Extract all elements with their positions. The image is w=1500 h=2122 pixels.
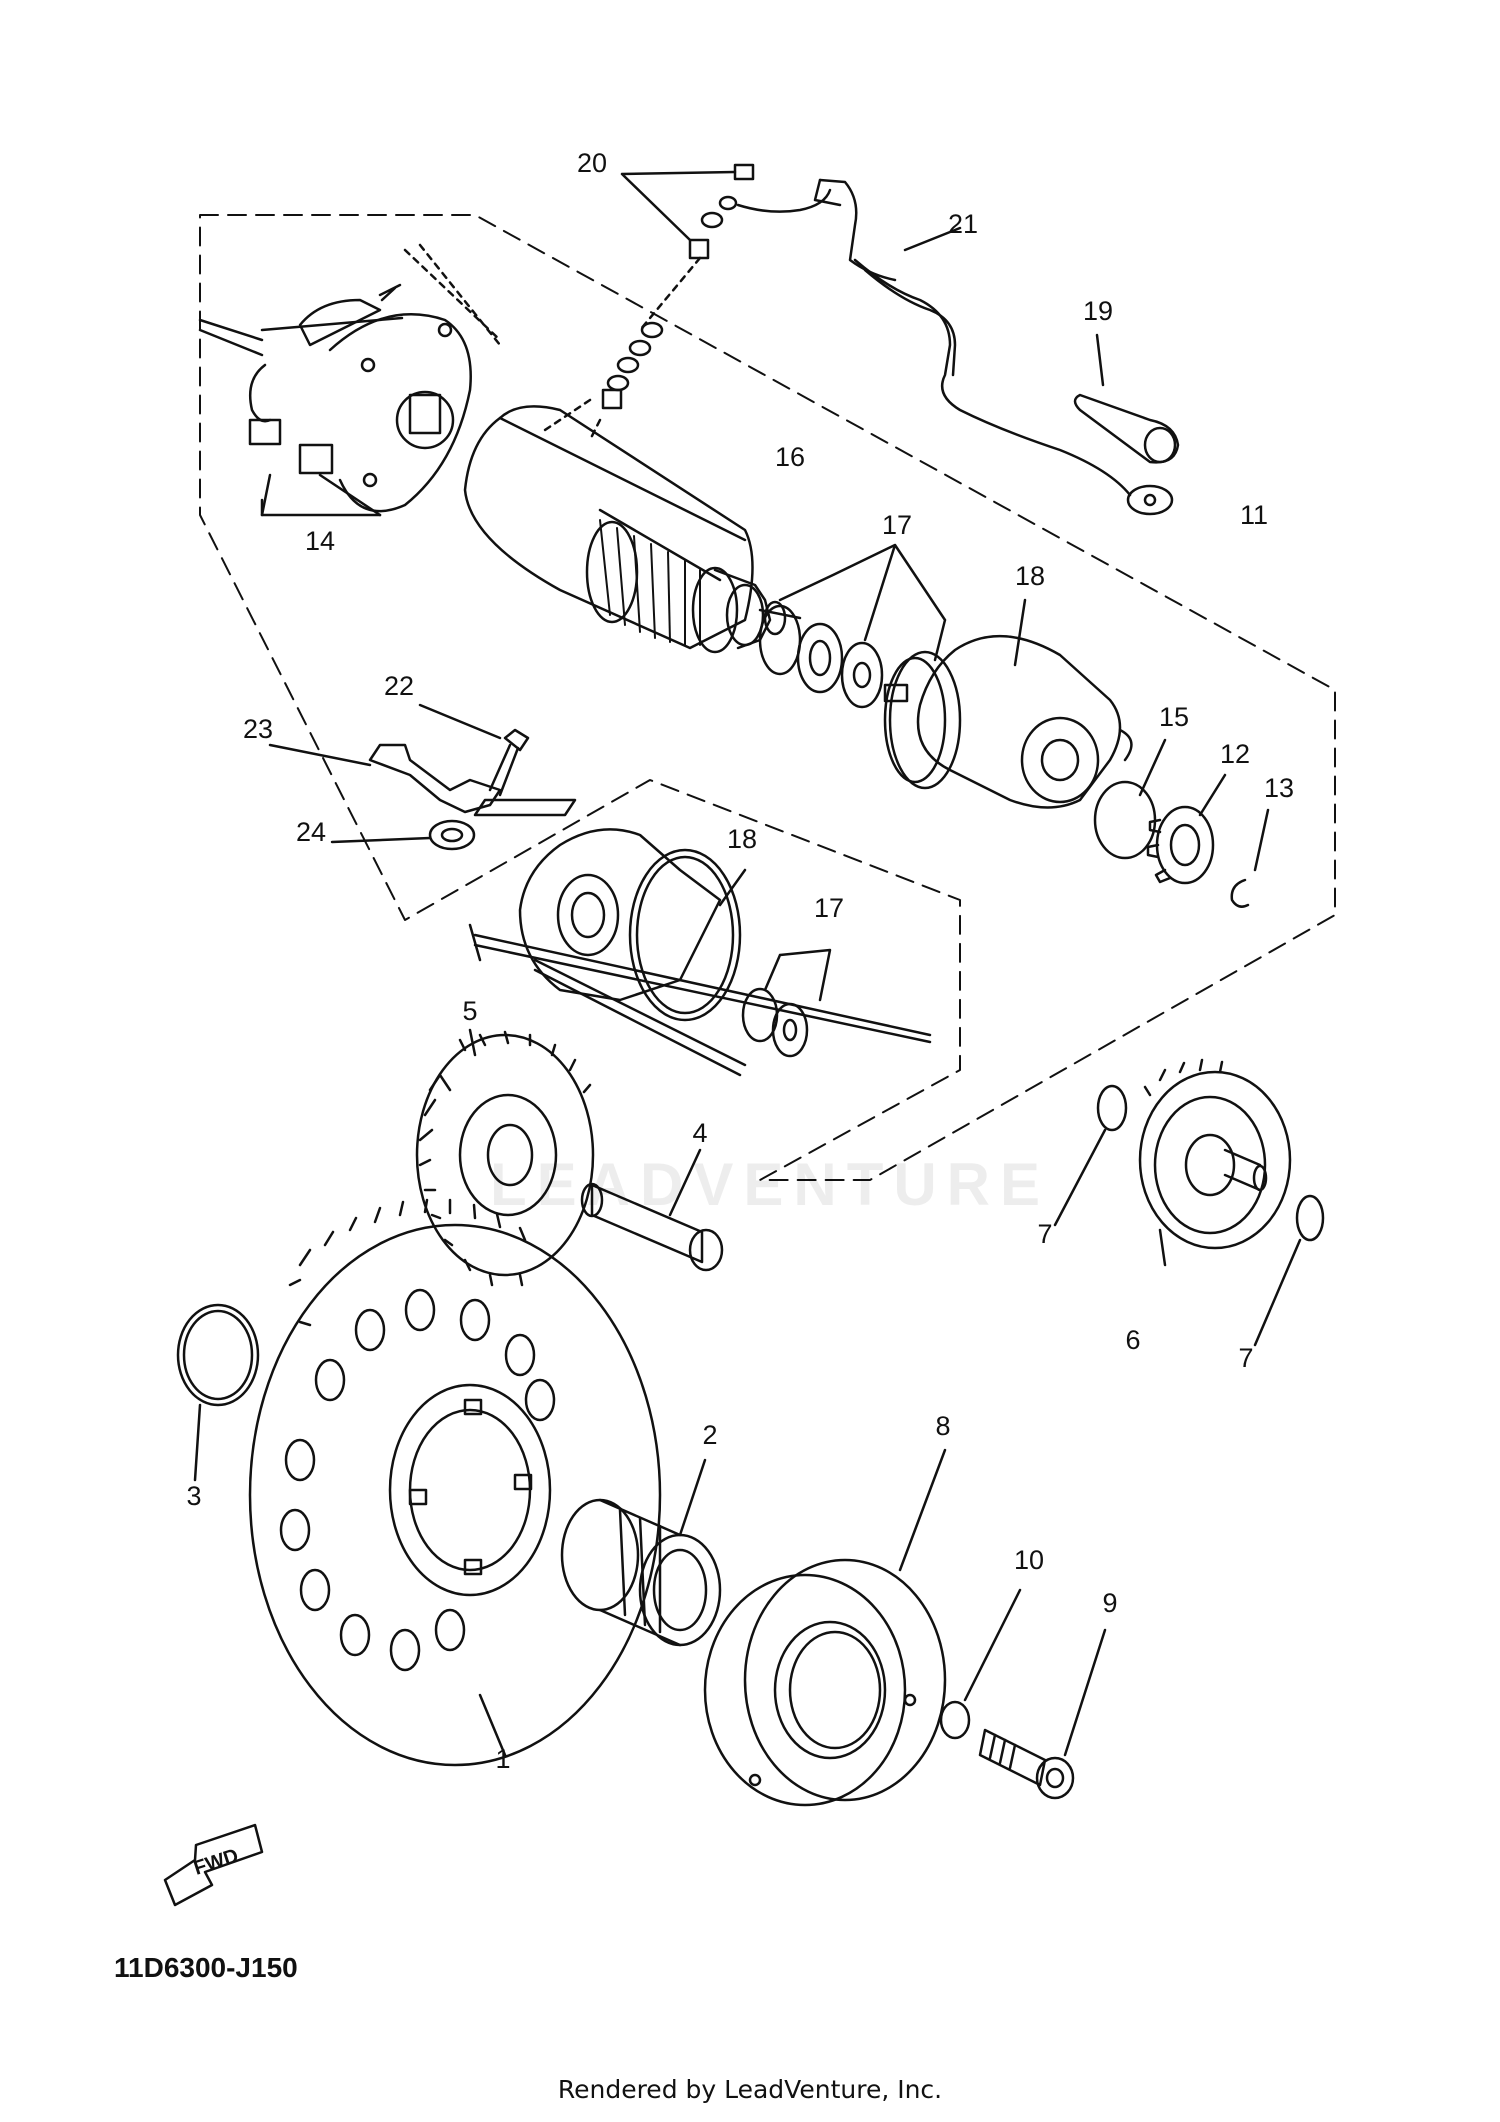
bolt-22 xyxy=(418,703,577,817)
nuts-washers xyxy=(601,163,755,410)
needle-bearing xyxy=(560,1458,722,1647)
callout-13: 13 xyxy=(1264,773,1294,803)
callout-9: 9 xyxy=(1102,1588,1117,1618)
callout-5: 5 xyxy=(462,996,477,1026)
starter-clutch-gear xyxy=(1138,1058,1292,1267)
armature-yoke xyxy=(463,398,802,654)
callout-19: 19 xyxy=(1083,296,1113,326)
callout-21: 21 xyxy=(948,209,978,239)
o-ring xyxy=(1093,780,1157,860)
callout-18: 18 xyxy=(727,824,757,854)
washer-set-upper xyxy=(758,543,947,709)
callout-18: 18 xyxy=(1015,561,1045,591)
callout-23: 23 xyxy=(243,714,273,744)
washer-7b xyxy=(1295,1194,1325,1242)
callout-2: 2 xyxy=(702,1420,717,1450)
washer-7a xyxy=(1096,1084,1128,1132)
callout-3: 3 xyxy=(186,1481,201,1511)
callout-labels: 1234567789101112131415161717181819202122… xyxy=(186,148,1294,1774)
callout-15: 15 xyxy=(1159,702,1189,732)
watermark: LEADVENTURE xyxy=(490,1151,1051,1218)
idler-shaft xyxy=(580,1148,724,1272)
bracket xyxy=(268,743,502,814)
callout-17: 17 xyxy=(814,893,844,923)
callout-6: 6 xyxy=(1125,1325,1140,1355)
starter-lead-wire xyxy=(736,178,1174,516)
fwd-arrow xyxy=(163,1823,264,1907)
callout-7: 7 xyxy=(1238,1343,1253,1373)
fwd-label: FWD xyxy=(191,1845,241,1880)
callout-20: 20 xyxy=(577,148,607,178)
callout-22: 22 xyxy=(384,671,414,701)
bolt-9 xyxy=(978,1628,1107,1800)
callout-10: 10 xyxy=(1014,1545,1044,1575)
starter-assembly-outline xyxy=(199,214,1336,1181)
brush-holder xyxy=(198,243,502,517)
pinion-gear xyxy=(1146,773,1227,885)
seal-24 xyxy=(330,819,476,851)
rear-end-cover xyxy=(518,828,747,1022)
diagram-code: 11D6300-J150 xyxy=(114,1952,298,1983)
callout-11: 11 xyxy=(1240,500,1268,530)
callout-16: 16 xyxy=(775,442,805,472)
circlip xyxy=(1230,808,1270,908)
front-end-cover xyxy=(883,598,1133,809)
callout-24: 24 xyxy=(296,817,326,847)
callout-4: 4 xyxy=(692,1118,707,1148)
through-bolts xyxy=(468,923,932,1077)
terminal-cover xyxy=(1073,333,1180,464)
one-way-clutch xyxy=(703,1448,947,1807)
callout-8: 8 xyxy=(935,1411,950,1441)
callout-1: 1 xyxy=(495,1744,510,1774)
callout-17: 17 xyxy=(882,510,912,540)
rendered-by-credit: Rendered by LeadVenture, Inc. xyxy=(557,2075,943,2104)
callout-12: 12 xyxy=(1220,739,1250,769)
callout-14: 14 xyxy=(305,526,335,556)
idler-gear xyxy=(415,1028,595,1287)
starter-wheel-gear xyxy=(248,1198,662,1767)
washer-10 xyxy=(939,1700,971,1740)
ring-3 xyxy=(176,1303,260,1482)
callout-7: 7 xyxy=(1037,1219,1052,1249)
